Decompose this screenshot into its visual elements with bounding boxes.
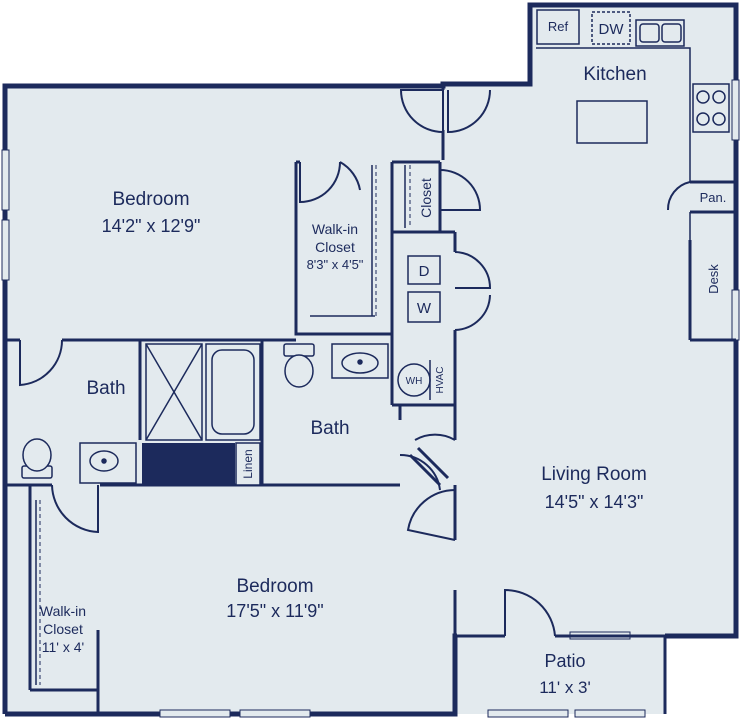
bath-left-label: Bath	[86, 378, 125, 399]
desk-label: Desk	[706, 264, 721, 294]
bedroom-top-size: 14'2" x 12'9"	[102, 216, 201, 236]
hvac-label: HVAC	[435, 366, 446, 393]
bathtub	[205, 343, 261, 441]
kitchen-island	[576, 100, 648, 144]
patio-size: 11' x 3'	[539, 678, 591, 697]
living-room-label: Living Room	[541, 464, 647, 485]
kitchen-sink	[635, 19, 685, 47]
dryer-label: D	[419, 263, 430, 280]
linen-closet	[235, 442, 261, 486]
walkin-top-label-1: Walk-in	[312, 221, 358, 237]
bath-door-panel	[408, 446, 450, 487]
walkin-top-label-2: Closet	[315, 239, 355, 255]
floor-area	[5, 5, 736, 714]
bath-center-label: Bath	[310, 418, 349, 439]
linen-label: Linen	[241, 449, 255, 478]
walkin-top-size: 8'3" x 4'5"	[307, 257, 364, 272]
bedroom-top-label: Bedroom	[112, 189, 189, 210]
sink-center	[331, 343, 389, 379]
pantry-label: Pan.	[700, 190, 727, 205]
bedroom-bottom-size: 17'5" x 11'9"	[226, 601, 323, 621]
stove	[692, 83, 730, 133]
doors	[19, 89, 691, 637]
kitchen-label: Kitchen	[583, 64, 646, 85]
windows	[1, 79, 740, 718]
ref-label: Ref	[548, 19, 569, 34]
shower	[145, 343, 203, 441]
closet-rods	[39, 165, 411, 685]
dw-label: DW	[599, 21, 625, 38]
water-heater-label: WH	[406, 376, 423, 387]
toilet-left	[21, 438, 53, 479]
walkin-bottom-size: 11' x 4'	[42, 639, 84, 655]
washer	[407, 291, 441, 323]
closet-label: Closet	[418, 178, 434, 218]
counters	[35, 47, 691, 685]
patio-label: Patio	[544, 651, 585, 671]
walkin-bottom-label-1: Walk-in	[40, 603, 86, 619]
walkin-bottom-label-2: Closet	[43, 621, 83, 637]
dryer	[407, 255, 441, 285]
toilet-center	[283, 343, 315, 388]
washer-label: W	[417, 300, 432, 317]
refrigerator	[536, 9, 580, 45]
living-room-size: 14'5" x 14'3"	[545, 492, 644, 512]
linen-shelf	[142, 443, 235, 485]
sink-left	[79, 442, 137, 484]
bedroom-bottom-label: Bedroom	[236, 576, 313, 597]
interior-walls	[5, 86, 736, 714]
